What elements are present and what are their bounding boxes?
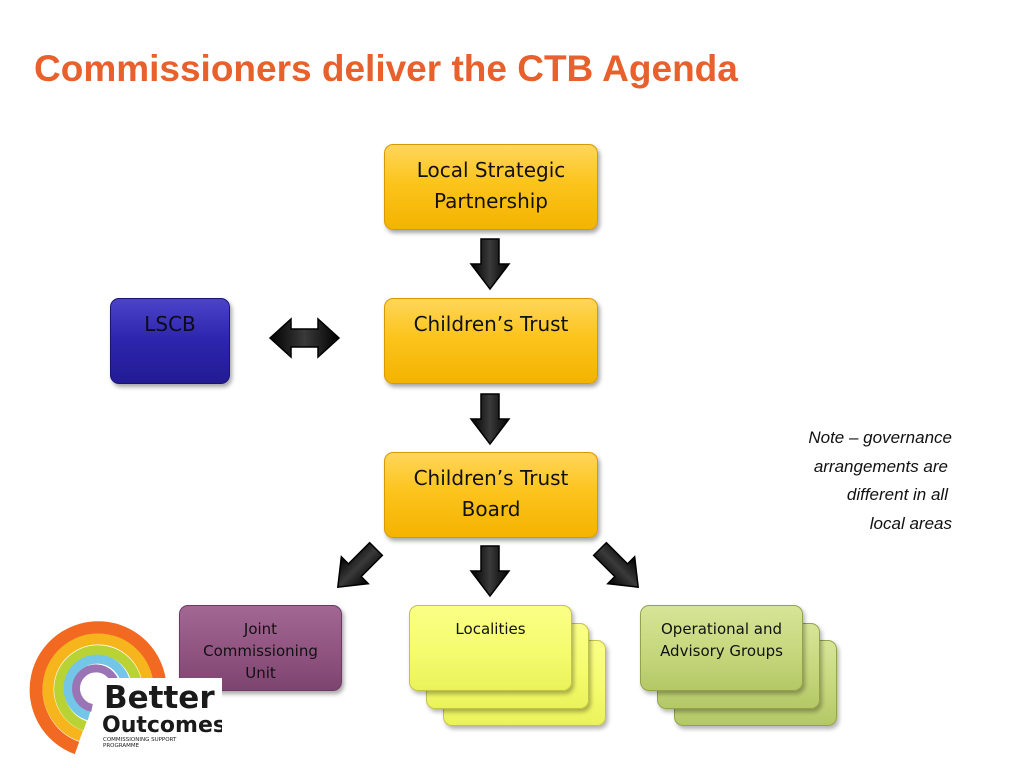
down-arrow-lsp-trust	[469, 238, 511, 291]
joint-commissioning-unit-label: Joint Commissioning Unit	[203, 620, 318, 682]
localities-label: Localities	[455, 620, 526, 638]
diagonal-arrow-board-jcu	[336, 541, 384, 589]
governance-note: Note – governance arrangements are diffe…	[740, 424, 952, 538]
logo-commissioning-text: COMMISSIONING SUPPORT	[103, 737, 177, 743]
note-line-3: different in all	[846, 485, 948, 504]
childrens-trust-box: Children’s Trust	[384, 298, 598, 384]
logo-programme-text: PROGRAMME	[103, 743, 140, 749]
lscb-label: LSCB	[144, 312, 196, 336]
double-arrow-lscb-trust	[268, 317, 341, 359]
down-arrow-board-localities	[469, 545, 511, 598]
better-outcomes-logo: Better Outcomes COMMISSIONING SUPPORT PR…	[22, 608, 222, 760]
operational-advisory-groups-box: Operational and Advisory Groups	[640, 605, 803, 691]
rainbow-logo-icon: Better Outcomes COMMISSIONING SUPPORT PR…	[29, 621, 222, 760]
note-line-1: Note – governance	[808, 428, 952, 447]
joint-commissioning-unit-box: Joint Commissioning Unit	[179, 605, 342, 691]
childrens-trust-label: Children’s Trust	[413, 312, 569, 336]
note-line-2: arrangements are	[813, 456, 948, 476]
note-line-4: local areas	[869, 513, 952, 533]
local-strategic-partnership-box: Local Strategic Partnership	[384, 144, 598, 230]
childrens-trust-board-box: Children’s Trust Board	[384, 452, 598, 538]
down-arrow-trust-board	[469, 393, 511, 446]
diagonal-arrow-board-operational	[592, 541, 640, 589]
operational-advisory-groups-label: Operational and Advisory Groups	[660, 620, 783, 660]
logo-outcomes-text: Outcomes	[102, 713, 222, 738]
logo-better-text: Better	[104, 680, 215, 716]
page-title: Commissioners deliver the CTB Agenda	[34, 48, 738, 89]
childrens-trust-board-label: Children’s Trust Board	[413, 466, 569, 521]
local-strategic-partnership-label: Local Strategic Partnership	[416, 158, 566, 213]
lscb-box: LSCB	[110, 298, 230, 384]
localities-box: Localities	[409, 605, 572, 691]
